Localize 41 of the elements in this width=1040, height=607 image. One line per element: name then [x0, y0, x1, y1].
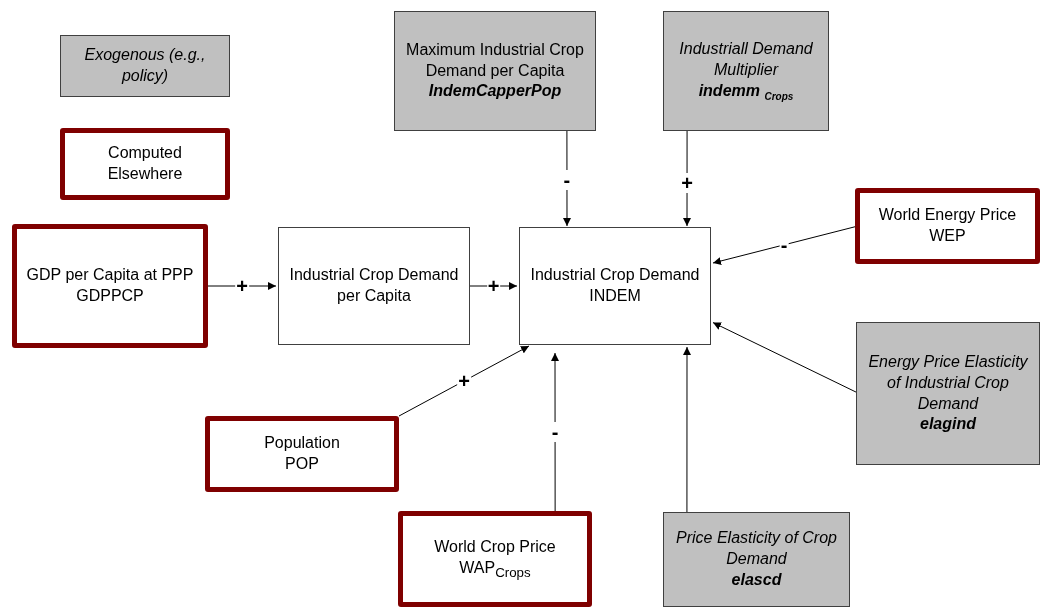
- computed-box: [205, 416, 399, 492]
- process-box: [519, 227, 711, 345]
- edge-label: -: [562, 170, 572, 191]
- variable-name: elascd: [731, 569, 782, 590]
- computed-box: [855, 188, 1040, 264]
- computed-box: [398, 511, 592, 607]
- arrow: [563, 130, 571, 227]
- node-label: Computed Elsewhere: [106, 143, 184, 184]
- exogenous-box: [856, 322, 1040, 465]
- arrow: [207, 282, 277, 290]
- variable-name: WAP$_{Crops}$: [459, 557, 531, 582]
- node-label: World Energy Price: [878, 205, 1017, 226]
- node-label: Industrial Crop Demand per Capita: [288, 265, 460, 306]
- arrow: [469, 282, 518, 290]
- edge-label: +: [680, 173, 694, 194]
- exogenous-box: [663, 11, 829, 131]
- exogenous-box: [663, 512, 850, 607]
- variable-name: WEP: [929, 226, 966, 246]
- computed-box: [60, 128, 230, 200]
- arrow: [712, 226, 856, 265]
- node-label: GDP per Capita at PPP: [26, 265, 194, 286]
- edge-label: -: [550, 422, 560, 442]
- variable-name: elagind: [920, 414, 976, 435]
- arrow: [683, 346, 691, 513]
- variable-name: GDPPCP: [76, 286, 144, 306]
- variable-name: indemm $_{Crops}$: [698, 80, 794, 103]
- variable-name: POP: [285, 454, 319, 474]
- exogenous-box: [394, 11, 596, 131]
- variable-name: INDEM: [589, 286, 641, 306]
- arrow: [398, 345, 530, 417]
- exogenous-box: [60, 35, 230, 97]
- node-label: Industrial Crop Demand: [530, 265, 700, 286]
- node-label: World Crop Price: [434, 536, 556, 557]
- variable-name: IndemCapperPop: [428, 81, 562, 102]
- process-box: [278, 227, 470, 345]
- arrow: [712, 322, 857, 393]
- node-label: Maximum Industrial Crop Demand per Capita: [405, 39, 585, 81]
- node-label: Population: [264, 433, 340, 454]
- node-label: Exogenous (e.g., policy): [83, 45, 207, 86]
- computed-box: [12, 224, 208, 348]
- arrow: [551, 352, 559, 512]
